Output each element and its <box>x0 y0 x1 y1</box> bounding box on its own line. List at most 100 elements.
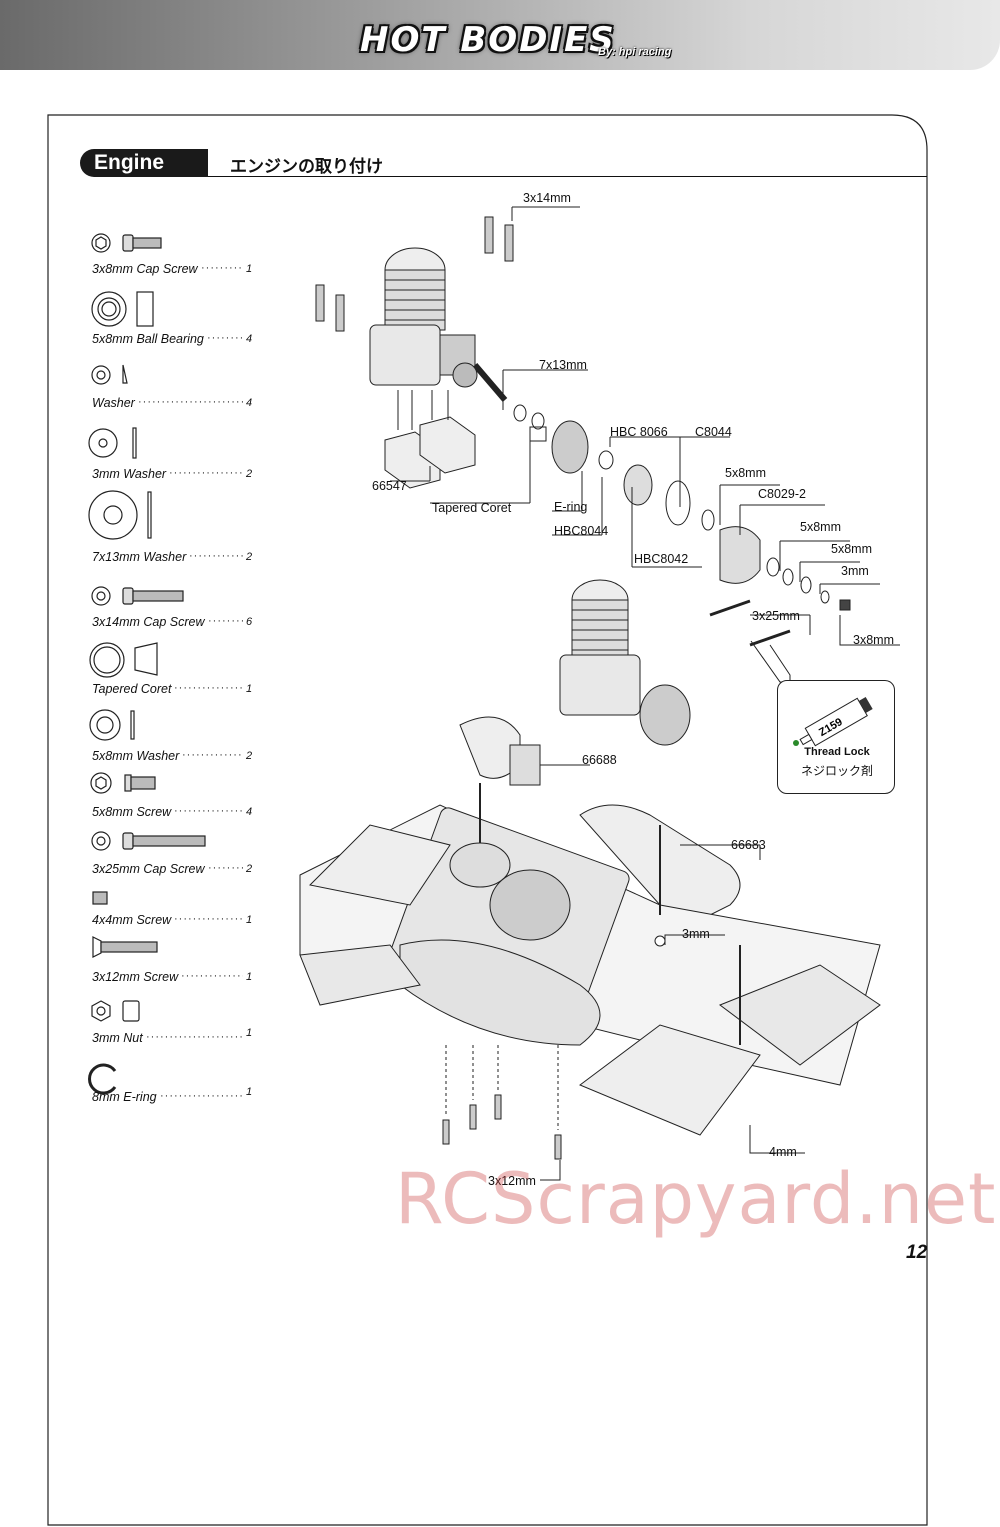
cap-screw-icon <box>91 831 206 851</box>
part-qty: 6 <box>246 616 253 628</box>
callout-c8044: C8044 <box>695 425 732 439</box>
nut-icon <box>91 1000 140 1022</box>
part-qty: 1 <box>246 1027 253 1039</box>
callout-3x25mm: 3x25mm <box>752 609 800 623</box>
leader-dots: ········································ <box>160 1090 243 1102</box>
part-label: 5x8mm Screw <box>92 805 172 819</box>
thread-lock-box: Z159 <box>777 680 895 794</box>
part-label: 7x13mm Washer <box>92 550 187 564</box>
leader-dots: ········································ <box>181 970 243 982</box>
part-qty: 1 <box>246 683 253 695</box>
callout-3x12mm: 3x12mm <box>488 1174 536 1188</box>
cap-screw-icon <box>91 233 162 253</box>
callout-c8029-2: C8029-2 <box>758 487 806 501</box>
set-screw-icon <box>92 891 108 905</box>
part-label: 3mm Nut <box>92 1031 143 1045</box>
part-label: 5x8mm Washer <box>92 749 180 763</box>
callout-66547: 66547 <box>372 479 407 493</box>
engine-mount-icon <box>384 390 476 489</box>
part-label: 3mm Washer <box>92 467 167 481</box>
callout-3mm: 3mm <box>841 564 869 578</box>
leader-dots: ········································ <box>208 615 243 627</box>
flat-head-screw-icon <box>92 936 158 958</box>
screw-icon <box>90 772 156 794</box>
exhaust-header-icon <box>459 716 541 786</box>
page-number: 12 <box>906 1242 928 1263</box>
leader-dots: ········································ <box>182 749 243 761</box>
engine-assembly-illustration <box>299 206 900 1181</box>
callout-66683: 66683 <box>731 838 766 852</box>
leader-dots: ········································ <box>169 467 243 479</box>
callout-7x13mm: 7x13mm <box>539 358 587 372</box>
part-qty: 4 <box>246 806 253 818</box>
part-label: 8mm E-ring <box>92 1090 157 1104</box>
part-qty: 2 <box>246 551 253 563</box>
part-qty: 2 <box>246 750 253 762</box>
leader-dots: ········································ <box>208 862 243 874</box>
flat-head-screw-icon <box>442 1045 562 1160</box>
watermark: RCScrapyard.net <box>395 1158 997 1240</box>
e-ring-icon <box>88 1063 117 1095</box>
cap-screw-icon <box>315 216 514 332</box>
leader-dots: ········································ <box>174 682 243 694</box>
part-label: Washer <box>92 396 135 410</box>
callout-5x8mm-c: 5x8mm <box>831 542 872 556</box>
glue-tube-icon: Z159 <box>793 696 873 747</box>
part-label: 3x14mm Cap Screw <box>92 615 205 629</box>
callout-hbc8042: HBC8042 <box>634 552 689 566</box>
part-label: 3x8mm Cap Screw <box>92 262 198 276</box>
brand-sub-logo: By: hpi racing <box>598 46 672 58</box>
part-label: 4x4mm Screw <box>92 913 172 927</box>
engine-icon <box>369 247 508 402</box>
callout-hbc8044: HBC8044 <box>554 524 609 538</box>
content-frame <box>47 114 928 1526</box>
chassis-icon <box>299 783 881 1136</box>
callout-4mm: 4mm <box>769 1145 797 1159</box>
section-title-jp: エンジンの取り付け <box>230 157 383 177</box>
cap-screw-icon <box>91 586 184 606</box>
callout-tapered-coret: Tapered Coret <box>432 501 512 515</box>
part-qty: 4 <box>246 397 253 409</box>
thread-lock-label: Thread Lock <box>804 746 870 758</box>
part-qty: 1 <box>246 263 253 275</box>
thread-lock-label-jp: ネジロック剤 <box>800 764 873 778</box>
page-header: HOT BODIES By: hpi racing <box>0 0 1000 70</box>
callout-hbc8066: HBC 8066 <box>610 425 668 439</box>
section-divider <box>208 176 927 177</box>
tapered-collet-icon <box>89 642 158 678</box>
part-label: 3x12mm Screw <box>92 970 179 984</box>
section-title: Engine <box>80 149 208 177</box>
part-qty: 2 <box>246 863 253 875</box>
washer-icon <box>91 364 128 385</box>
callout-66688: 66688 <box>582 753 617 767</box>
parts-icons <box>88 233 206 1095</box>
part-qty: 2 <box>246 468 253 480</box>
leader-dots: ········································ <box>189 550 243 562</box>
washer-icon <box>88 490 152 540</box>
brand-logo: HOT BODIES <box>360 20 616 60</box>
leader-dots: ········································ <box>174 805 243 817</box>
part-qty: 1 <box>246 1086 253 1098</box>
callout-3x8mm: 3x8mm <box>853 633 894 647</box>
part-label: 5x8mm Ball Bearing <box>92 332 204 346</box>
leader-dots: ········································ <box>146 1031 243 1043</box>
ball-bearing-icon <box>91 291 154 327</box>
part-qty: 1 <box>246 971 253 983</box>
part-qty: 4 <box>246 333 253 345</box>
callout-5x8mm-b: 5x8mm <box>800 520 841 534</box>
part-label: Tapered Coret <box>92 682 172 696</box>
part-label: 3x25mm Cap Screw <box>92 862 205 876</box>
flywheel-icon <box>513 404 851 611</box>
callout-3x14mm: 3x14mm <box>523 191 571 205</box>
part-qty: 1 <box>246 914 253 926</box>
engine-icon <box>559 579 691 746</box>
washer-icon <box>89 709 135 741</box>
callout-3mm-nut: 3mm <box>682 927 710 941</box>
leader-dots: ········································ <box>174 913 243 925</box>
leader-dots: ········································ <box>138 396 243 408</box>
callout-5x8mm-a: 5x8mm <box>725 466 766 480</box>
callout-e-ring: E-ring <box>554 500 588 514</box>
washer-icon <box>88 427 137 459</box>
leader-dots: ········································ <box>201 262 243 274</box>
leader-dots: ········································ <box>207 332 243 344</box>
